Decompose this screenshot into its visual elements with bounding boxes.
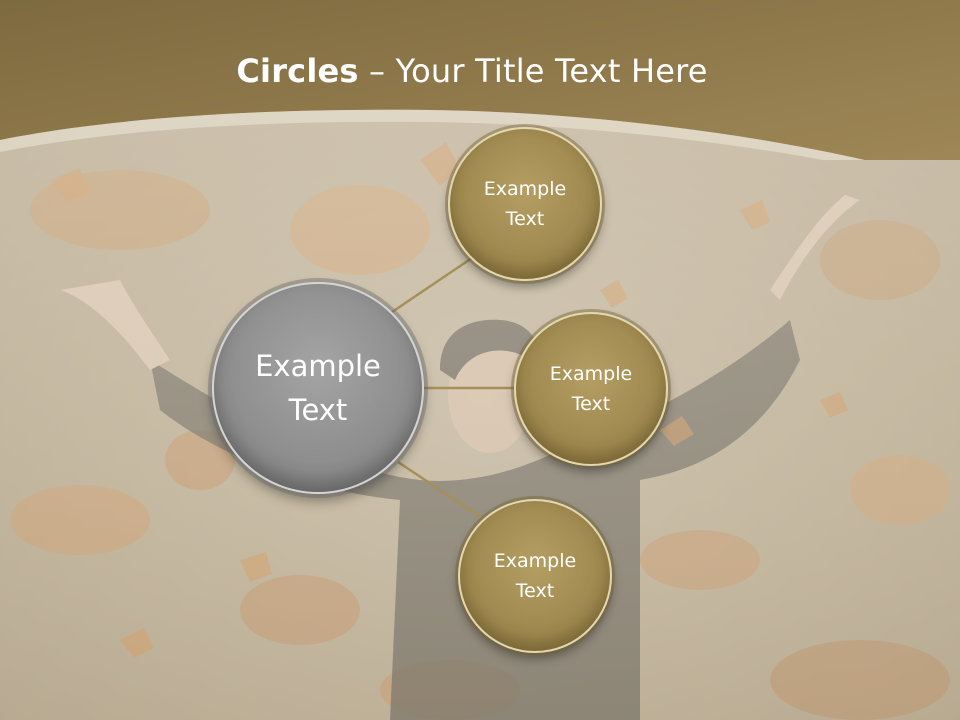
title-rest: – Your Title Text Here bbox=[358, 52, 708, 90]
satellite-circle-label: Example Text bbox=[493, 550, 577, 602]
center-circle: Example Text bbox=[212, 282, 424, 494]
header-band bbox=[0, 0, 960, 160]
satellite-circle-top: Example Text bbox=[448, 127, 602, 281]
satellite-circle-middle: Example Text bbox=[514, 312, 668, 466]
satellite-circle-label: Example Text bbox=[549, 363, 633, 415]
connector-to-top bbox=[391, 256, 473, 314]
title-strong: Circles bbox=[236, 52, 359, 90]
center-circle-label: Example Text bbox=[255, 349, 381, 427]
satellite-circle-bottom: Example Text bbox=[458, 499, 612, 653]
slide-title: Circles – Your Title Text Here bbox=[0, 52, 944, 90]
satellite-circle-label: Example Text bbox=[483, 178, 567, 230]
connector-to-bottom bbox=[397, 460, 483, 520]
